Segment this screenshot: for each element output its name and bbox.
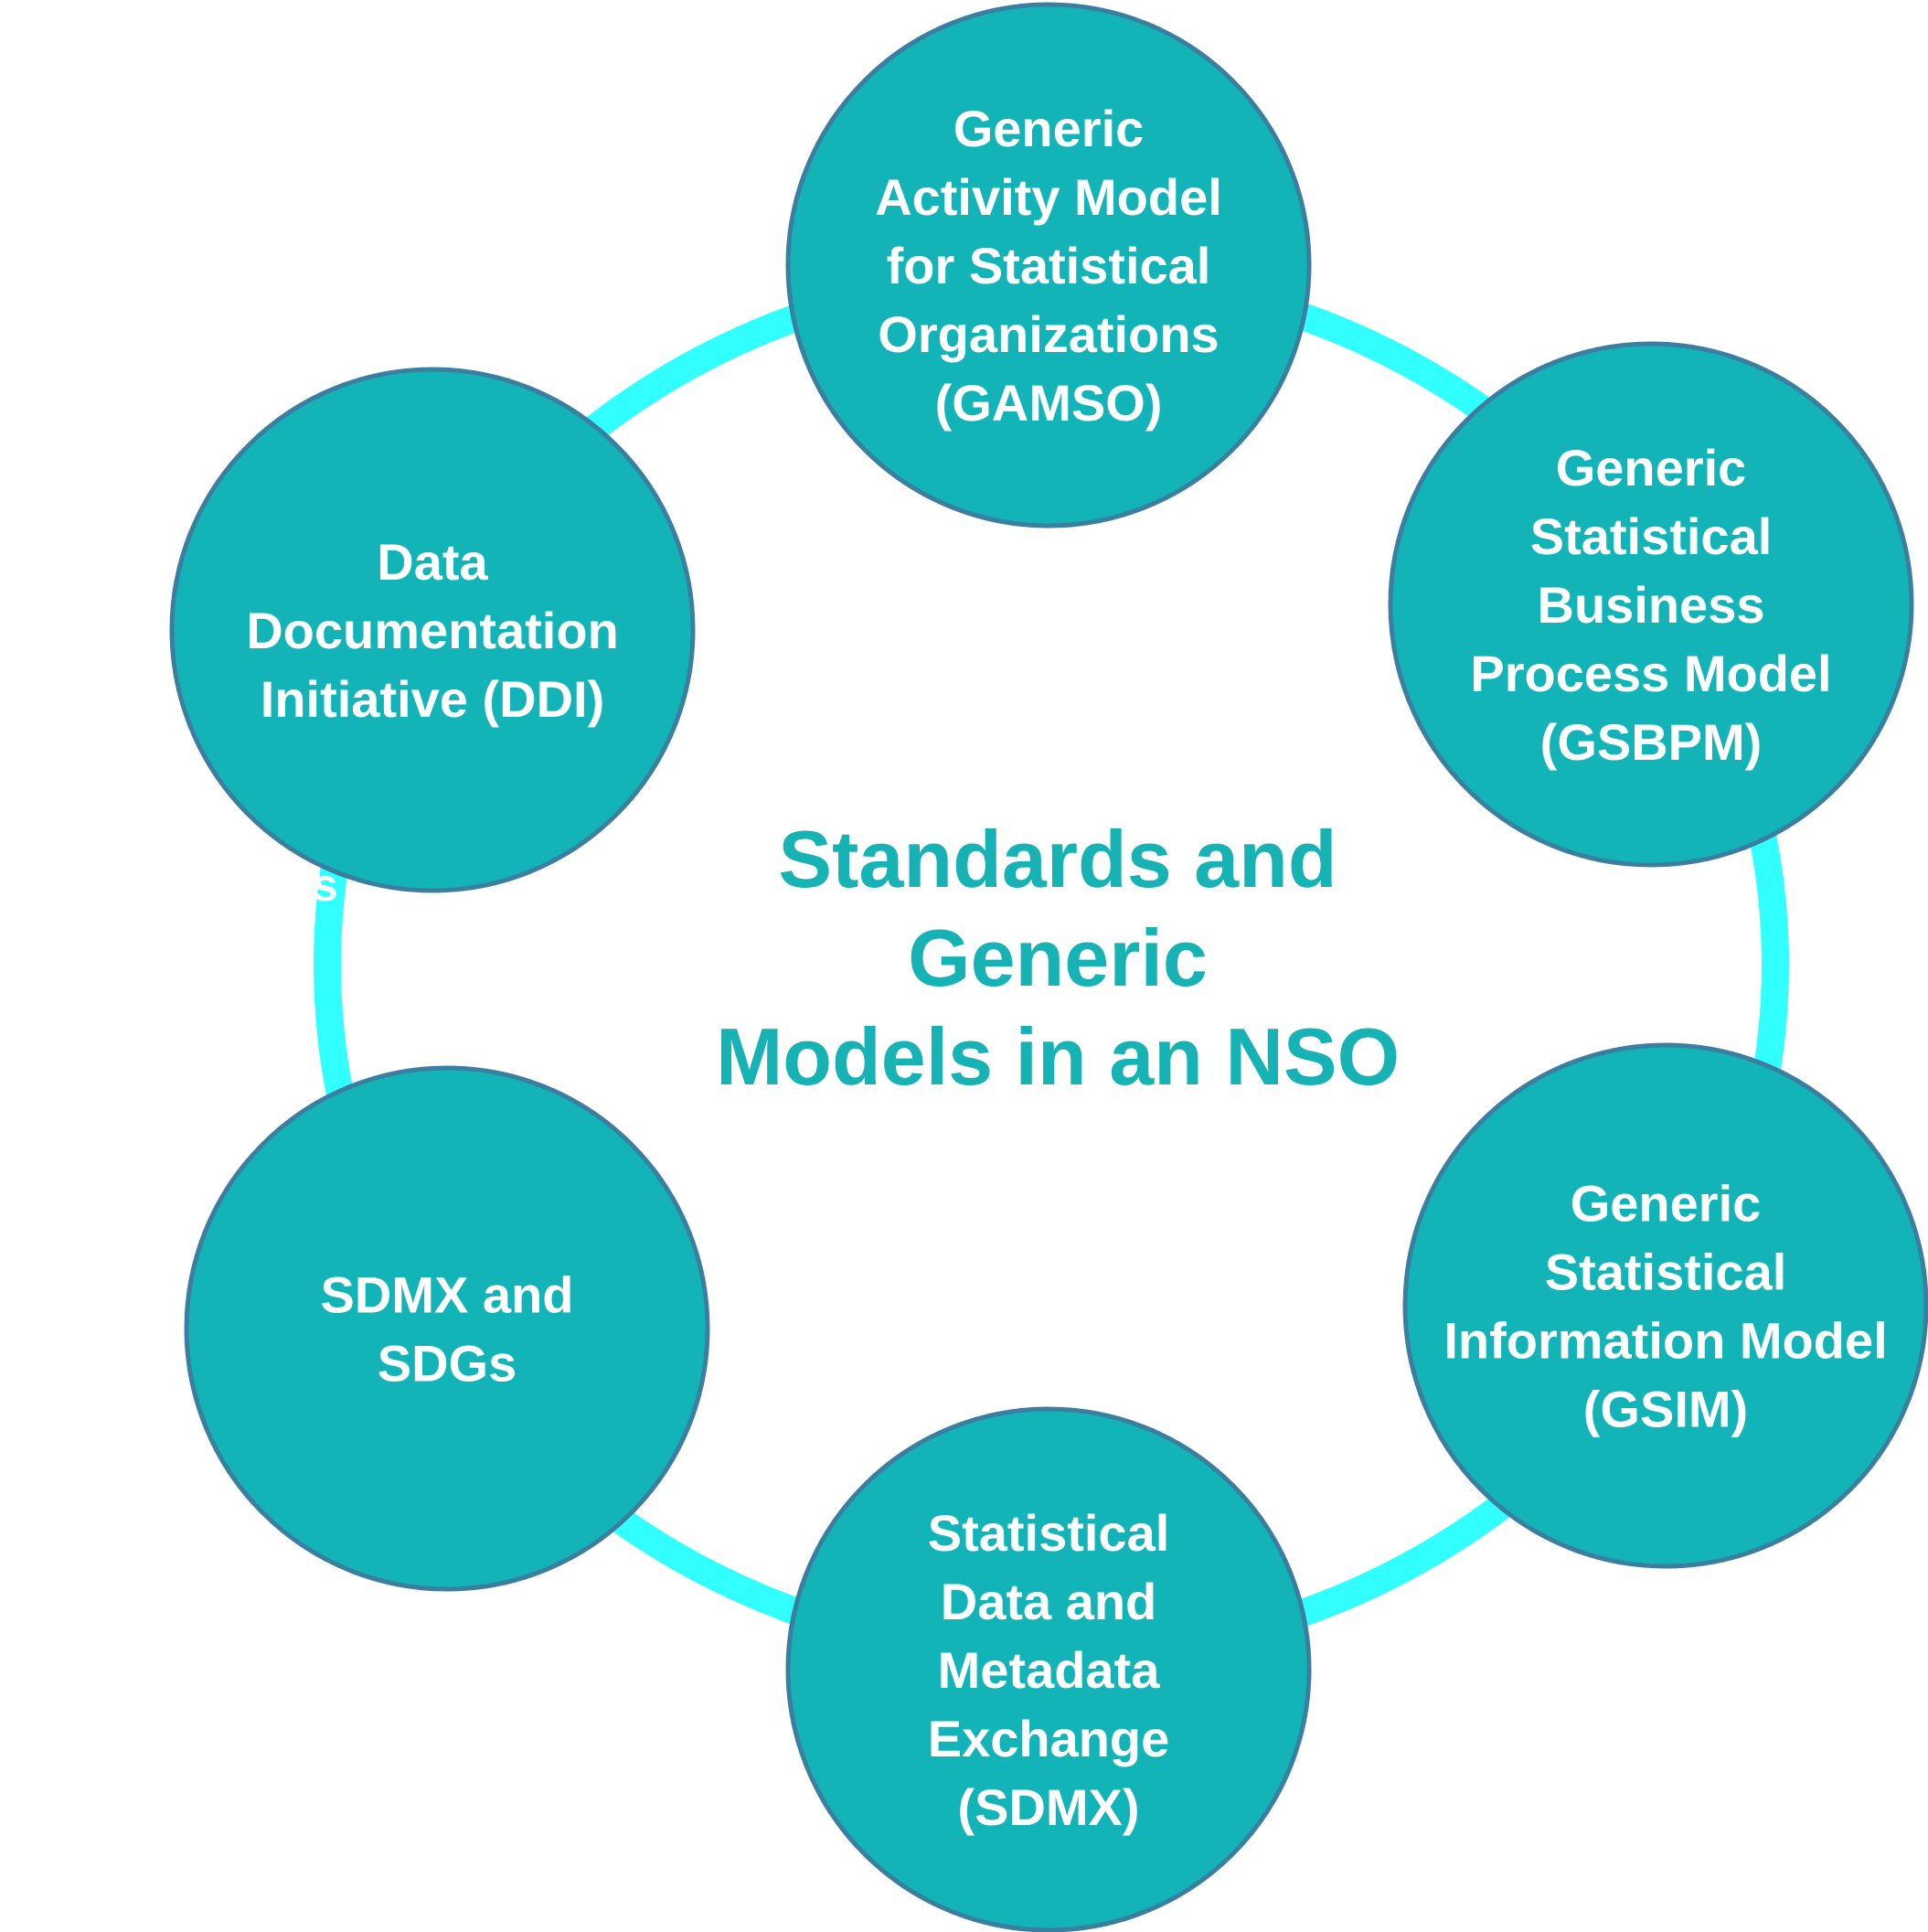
node-circle-gsim [1402,1042,1928,1569]
node-label-line: Statistical [928,1504,1170,1562]
node-label-line: Generic [953,100,1145,157]
node-label-line: Initiative (DDI) [261,670,604,728]
node-circle-sdmx-sdgs [184,1065,710,1592]
node-label-line: Generic [1556,439,1747,496]
node-circle-sdmx [785,1406,1312,1932]
node-circle-gsbpm [1388,341,1914,868]
node-circle-gamso [785,2,1312,528]
node-label-line: Activity Model [875,168,1222,226]
center-title-line: Models in an NSO [716,1011,1400,1102]
node-label-line: SDMX and [321,1266,574,1324]
node-label-line: SDGs [378,1335,517,1393]
center-title-line: Generic [908,913,1208,1003]
node-circle-ddi [169,367,696,893]
node-label-line: Data and [941,1573,1157,1630]
node-label-line: Statistical [1530,507,1773,565]
node-label-line: Information Model [1443,1312,1887,1370]
node-label-line: Statistical [1545,1244,1787,1301]
node-label-line: Documentation [246,602,619,659]
node-label-line: Business [1538,576,1765,634]
node-label-line: Data [377,533,488,591]
node-label-line: Metadata [938,1641,1161,1699]
node-label-line: Exchange [928,1710,1170,1767]
node-label-line: for Statistical [887,237,1211,294]
node-label-line: (GSIM) [1583,1381,1748,1438]
center-title-line: Standards and [778,814,1337,904]
node-label-line: (GAMSO) [935,374,1163,432]
node-label-line: Process Model [1470,645,1831,702]
node-label-line: Generic [1571,1175,1762,1233]
node-label-line: (SDMX) [957,1778,1139,1836]
node-label-line: (GSBPM) [1540,713,1763,771]
node-label-line: Organizations [878,305,1219,363]
